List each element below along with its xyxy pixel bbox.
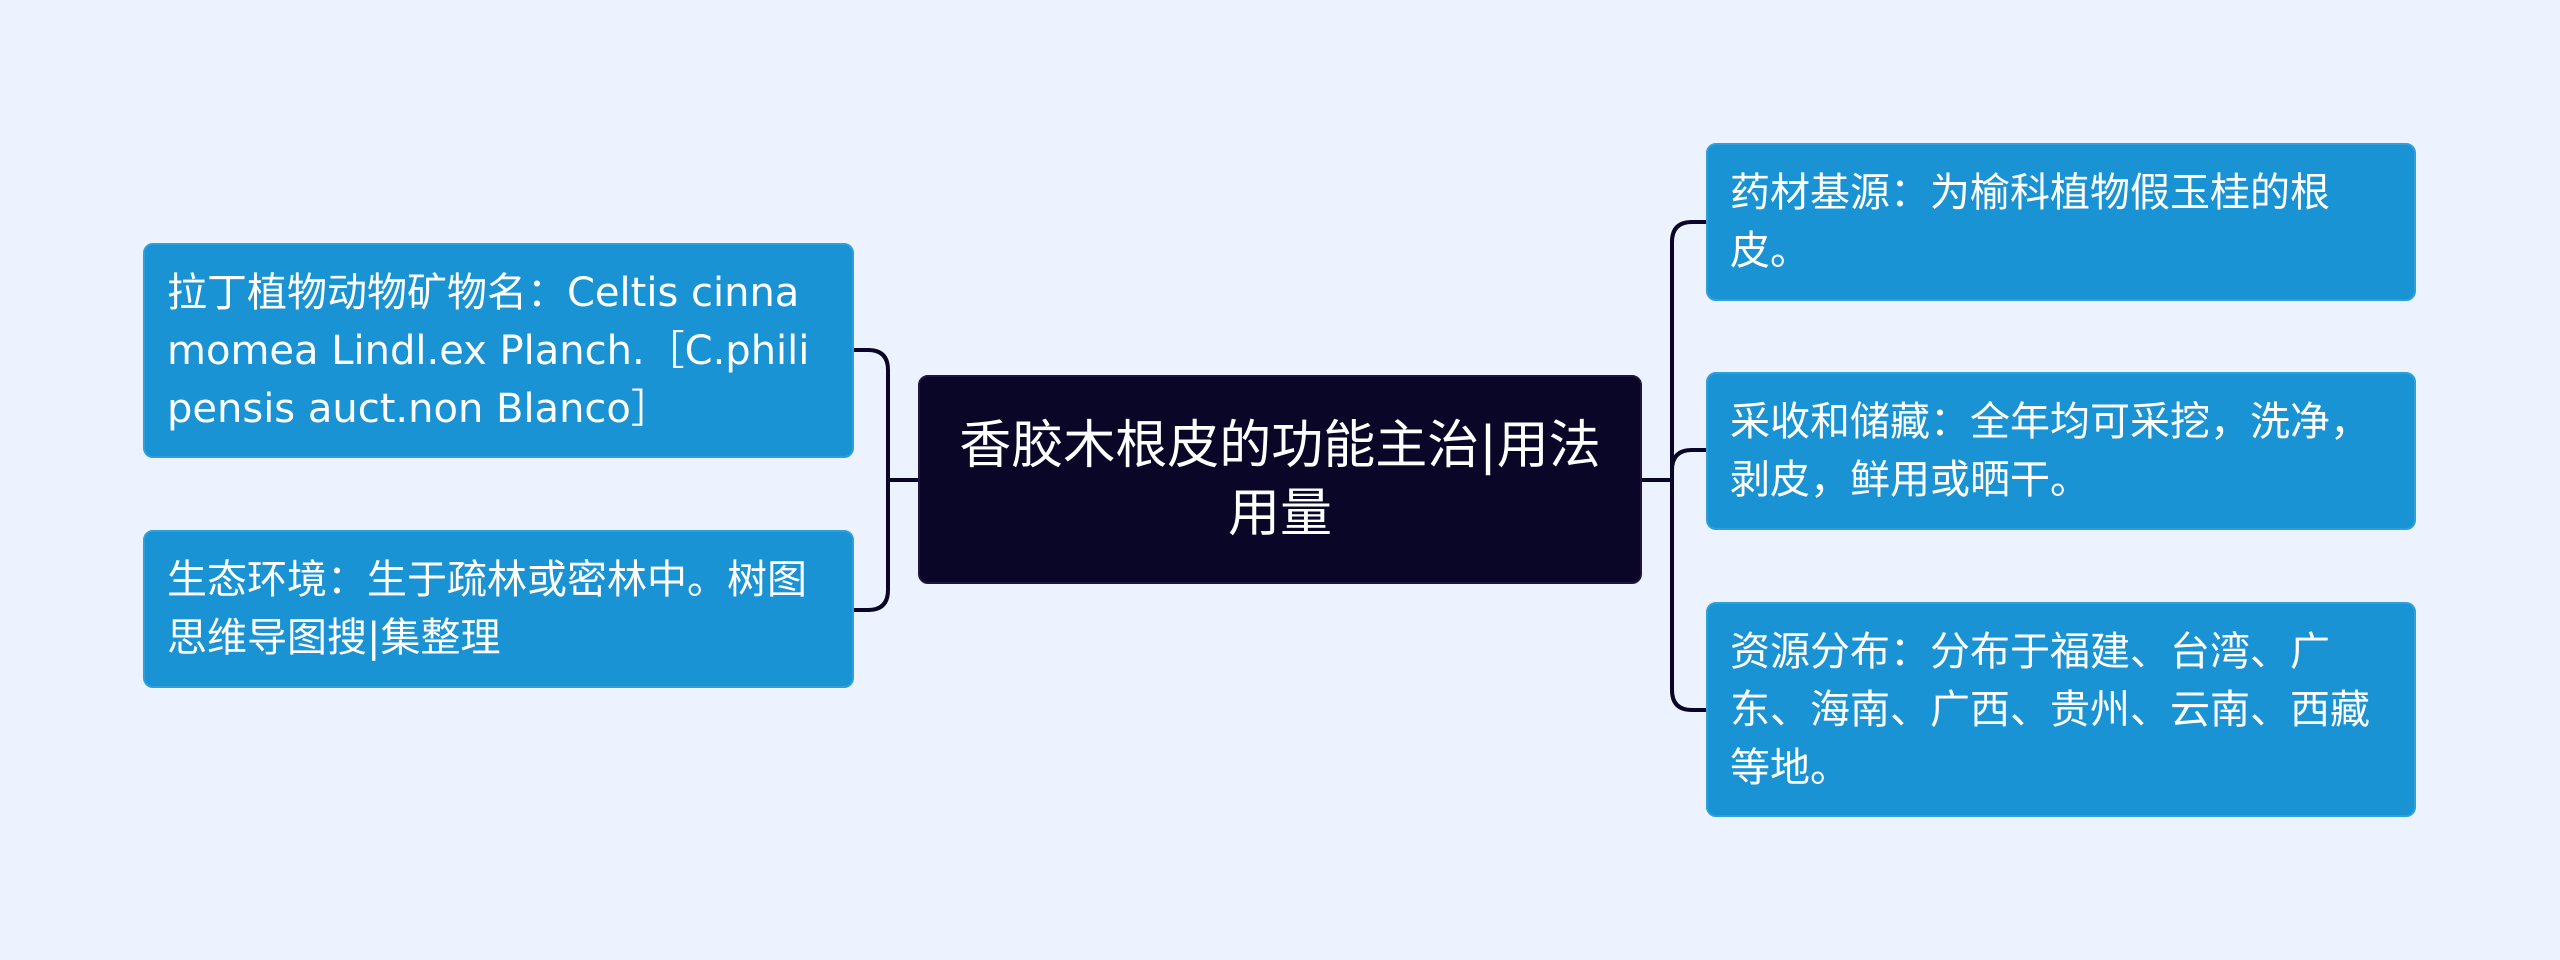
right-branch-source[interactable]: 药材基源：为榆科植物假玉桂的根皮。: [1706, 143, 2416, 301]
connector-right-2: [1670, 448, 1708, 482]
connector-right-1: [1670, 220, 1708, 482]
left-branch-habitat[interactable]: 生态环境：生于疏林或密林中。树图思维导图搜|集整理: [143, 530, 854, 688]
right-branch-harvest-storage[interactable]: 采收和储藏：全年均可采挖，洗净，剥皮，鲜用或晒干。: [1706, 372, 2416, 530]
connector-left-2: [852, 478, 890, 612]
left-branch-latin-name[interactable]: 拉丁植物动物矿物名：Celtis cinnamomea Lindl.ex Pla…: [143, 243, 854, 458]
central-topic[interactable]: 香胶木根皮的功能主治|用法用量: [918, 375, 1642, 584]
connector-right-3: [1670, 478, 1708, 712]
right-branch-distribution-label: 资源分布：分布于福建、台湾、广东、海南、广西、贵州、云南、西藏等地。: [1730, 628, 2370, 791]
central-topic-label: 香胶木根皮的功能主治|用法用量: [959, 415, 1601, 544]
left-branch-latin-name-label: 拉丁植物动物矿物名：Celtis cinnamomea Lindl.ex Pla…: [167, 269, 810, 432]
left-branch-habitat-label: 生态环境：生于疏林或密林中。树图思维导图搜|集整理: [167, 557, 807, 661]
right-branch-source-label: 药材基源：为榆科植物假玉桂的根皮。: [1730, 170, 2330, 274]
connector-left-1: [852, 348, 890, 482]
right-branch-distribution[interactable]: 资源分布：分布于福建、台湾、广东、海南、广西、贵州、云南、西藏等地。: [1706, 602, 2416, 817]
right-branch-harvest-storage-label: 采收和储藏：全年均可采挖，洗净，剥皮，鲜用或晒干。: [1730, 399, 2370, 503]
